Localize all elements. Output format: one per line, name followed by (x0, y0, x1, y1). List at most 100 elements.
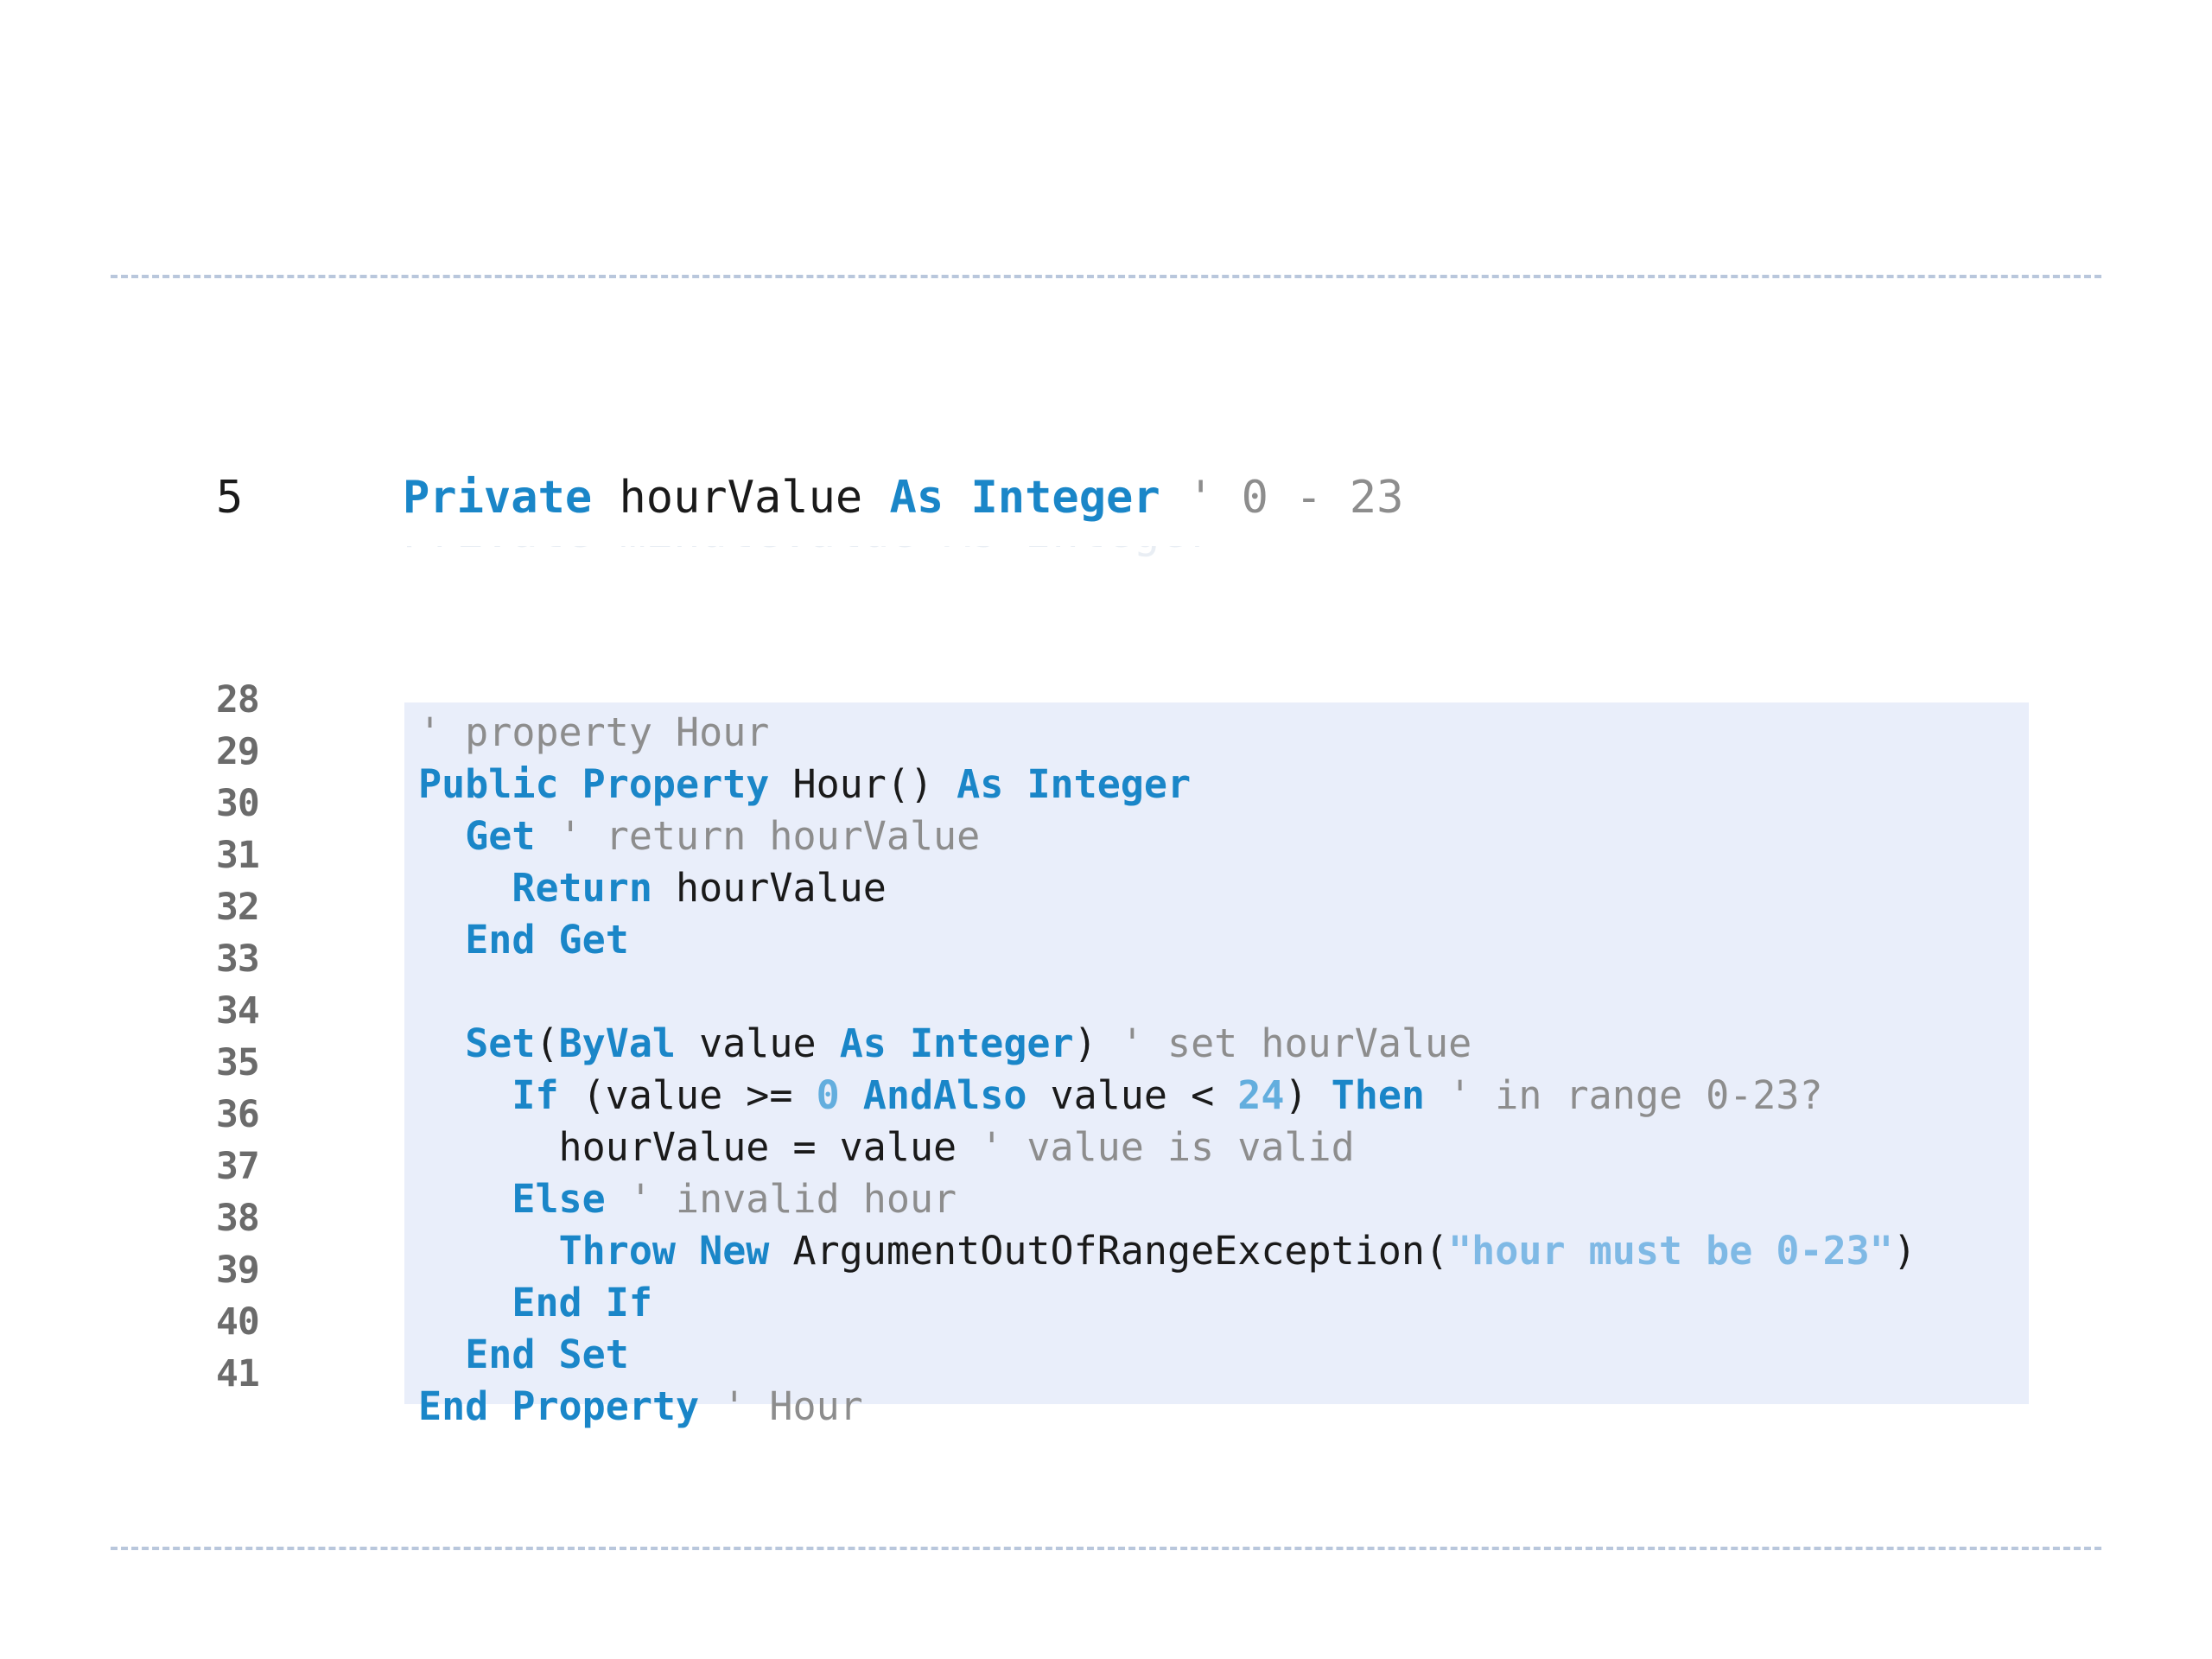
code-line: Set(ByVal value As Integer) ' set hourVa… (418, 1018, 2146, 1070)
code-token: (value >= (558, 1072, 817, 1118)
clipped-line-number: 27 (218, 688, 270, 698)
code-token: Return (512, 865, 652, 911)
code-line-number: 31 (216, 834, 260, 877)
code-line: End Get (418, 914, 2146, 966)
code-token: If (512, 1072, 559, 1118)
code-token: ' in range 0-23? (1448, 1072, 1823, 1118)
code-token: ' invalid hour (628, 1176, 957, 1222)
code-token (559, 761, 582, 807)
code-token: ArgumentOutOfRangeException( (769, 1228, 1449, 1274)
code-token: AndAlso (862, 1072, 1027, 1118)
code-token: value (676, 1020, 840, 1066)
code-token: Integer (909, 1020, 1074, 1066)
code-token: Get (465, 813, 536, 859)
code-line-number: 34 (216, 989, 260, 1033)
code-token (418, 1332, 465, 1377)
code-token (1425, 1072, 1448, 1118)
code-token: ( (535, 1020, 559, 1066)
code-token (418, 1020, 465, 1066)
code-token: ByVal (558, 1020, 677, 1066)
code-line-number: 36 (216, 1093, 260, 1136)
code-token: Public (418, 761, 559, 807)
code-token: hourValue (676, 865, 887, 911)
code-token: Else (512, 1176, 606, 1222)
top-divider-rule (111, 275, 2101, 278)
top-code-line: 5 Private hourValue As Integer ' 0 - 23 (0, 469, 2212, 547)
code-line-number: 40 (216, 1300, 260, 1344)
code-token: 0 (816, 1072, 840, 1118)
code-line: Return hourValue (418, 862, 2146, 914)
code-line: End Set (418, 1329, 2146, 1381)
code-line-number: 38 (216, 1197, 260, 1240)
code-token: 24 (1237, 1072, 1285, 1118)
code-token (769, 761, 792, 807)
code-token: ' property Hour (418, 709, 770, 755)
code-line: End If (418, 1277, 2146, 1329)
code-token (887, 1020, 910, 1066)
slide-footer: 21 Lect8 GC201 11/11/2015 (0, 1555, 2212, 1659)
code-token: As (957, 761, 1004, 807)
code-line-number: 35 (216, 1041, 260, 1084)
code-token (933, 761, 957, 807)
code-token (676, 1228, 699, 1274)
code-token (699, 1383, 722, 1429)
code-line: hourValue = value ' value is valid (418, 1122, 2146, 1173)
code-token: Integer (1027, 761, 1192, 807)
code-line-number: 39 (216, 1249, 260, 1292)
code-token (535, 813, 558, 859)
top-code-line-number: 5 (216, 472, 244, 524)
code-token: Integer (970, 472, 1160, 524)
code-token: value < (1027, 1072, 1238, 1118)
code-token (418, 1176, 512, 1222)
code-line: End Property ' Hour (418, 1381, 2146, 1433)
code-token: Set (465, 1020, 536, 1066)
code-token (652, 865, 676, 911)
code-line-number: 32 (216, 886, 260, 929)
code-token: New (699, 1228, 770, 1274)
code-token: "hour must be 0-23" (1448, 1228, 1893, 1274)
clipped-code-remnant: Private minuteValue As Integer (403, 546, 1612, 562)
code-token: hourValue = value (418, 1124, 981, 1170)
code-token (944, 472, 970, 524)
code-line-number: 37 (216, 1145, 260, 1188)
code-line: Throw New ArgumentOutOfRangeException("h… (418, 1225, 2146, 1277)
code-token: ' return hourValue (558, 813, 981, 859)
code-token (418, 1280, 512, 1325)
code-token: As (839, 1020, 887, 1066)
code-token: Hour() (792, 761, 934, 807)
code-token: Throw (558, 1228, 677, 1274)
code-token: End If (512, 1280, 652, 1325)
code-line: Else ' invalid hour (418, 1173, 2146, 1225)
code-line: ' property Hour (418, 707, 2146, 759)
code-token (418, 1072, 512, 1118)
code-token (418, 865, 512, 911)
code-token: Property (582, 761, 770, 807)
code-line (418, 966, 2146, 1018)
code-token (1097, 1020, 1121, 1066)
code-token: Private (403, 472, 593, 524)
code-token: ' Hour (722, 1383, 863, 1429)
code-token (418, 917, 465, 963)
bottom-divider-rule (111, 1547, 2101, 1550)
code-block-highlight (404, 702, 2029, 1404)
code-token: hourValue (619, 472, 863, 524)
code-token (862, 472, 889, 524)
code-token (418, 813, 465, 859)
code-token: ' set hourValue (1120, 1020, 1472, 1066)
clipped-code-remnant-text: Private minuteValue As Integer (403, 546, 1612, 558)
code-token: ) (1892, 1228, 1916, 1274)
code-token (840, 1072, 863, 1118)
code-line-number: 29 (216, 730, 260, 773)
code-token (606, 1176, 629, 1222)
code-token: ) (1073, 1020, 1097, 1066)
code-token (1160, 472, 1187, 524)
code-line: Public Property Hour() As Integer (418, 759, 2146, 810)
code-token: End Set (465, 1332, 629, 1377)
code-token (1003, 761, 1027, 807)
code-line-number: 30 (216, 782, 260, 825)
code-token: ' value is valid (980, 1124, 1355, 1170)
code-line-number: 28 (216, 678, 260, 721)
code-token: ) (1284, 1072, 1332, 1118)
